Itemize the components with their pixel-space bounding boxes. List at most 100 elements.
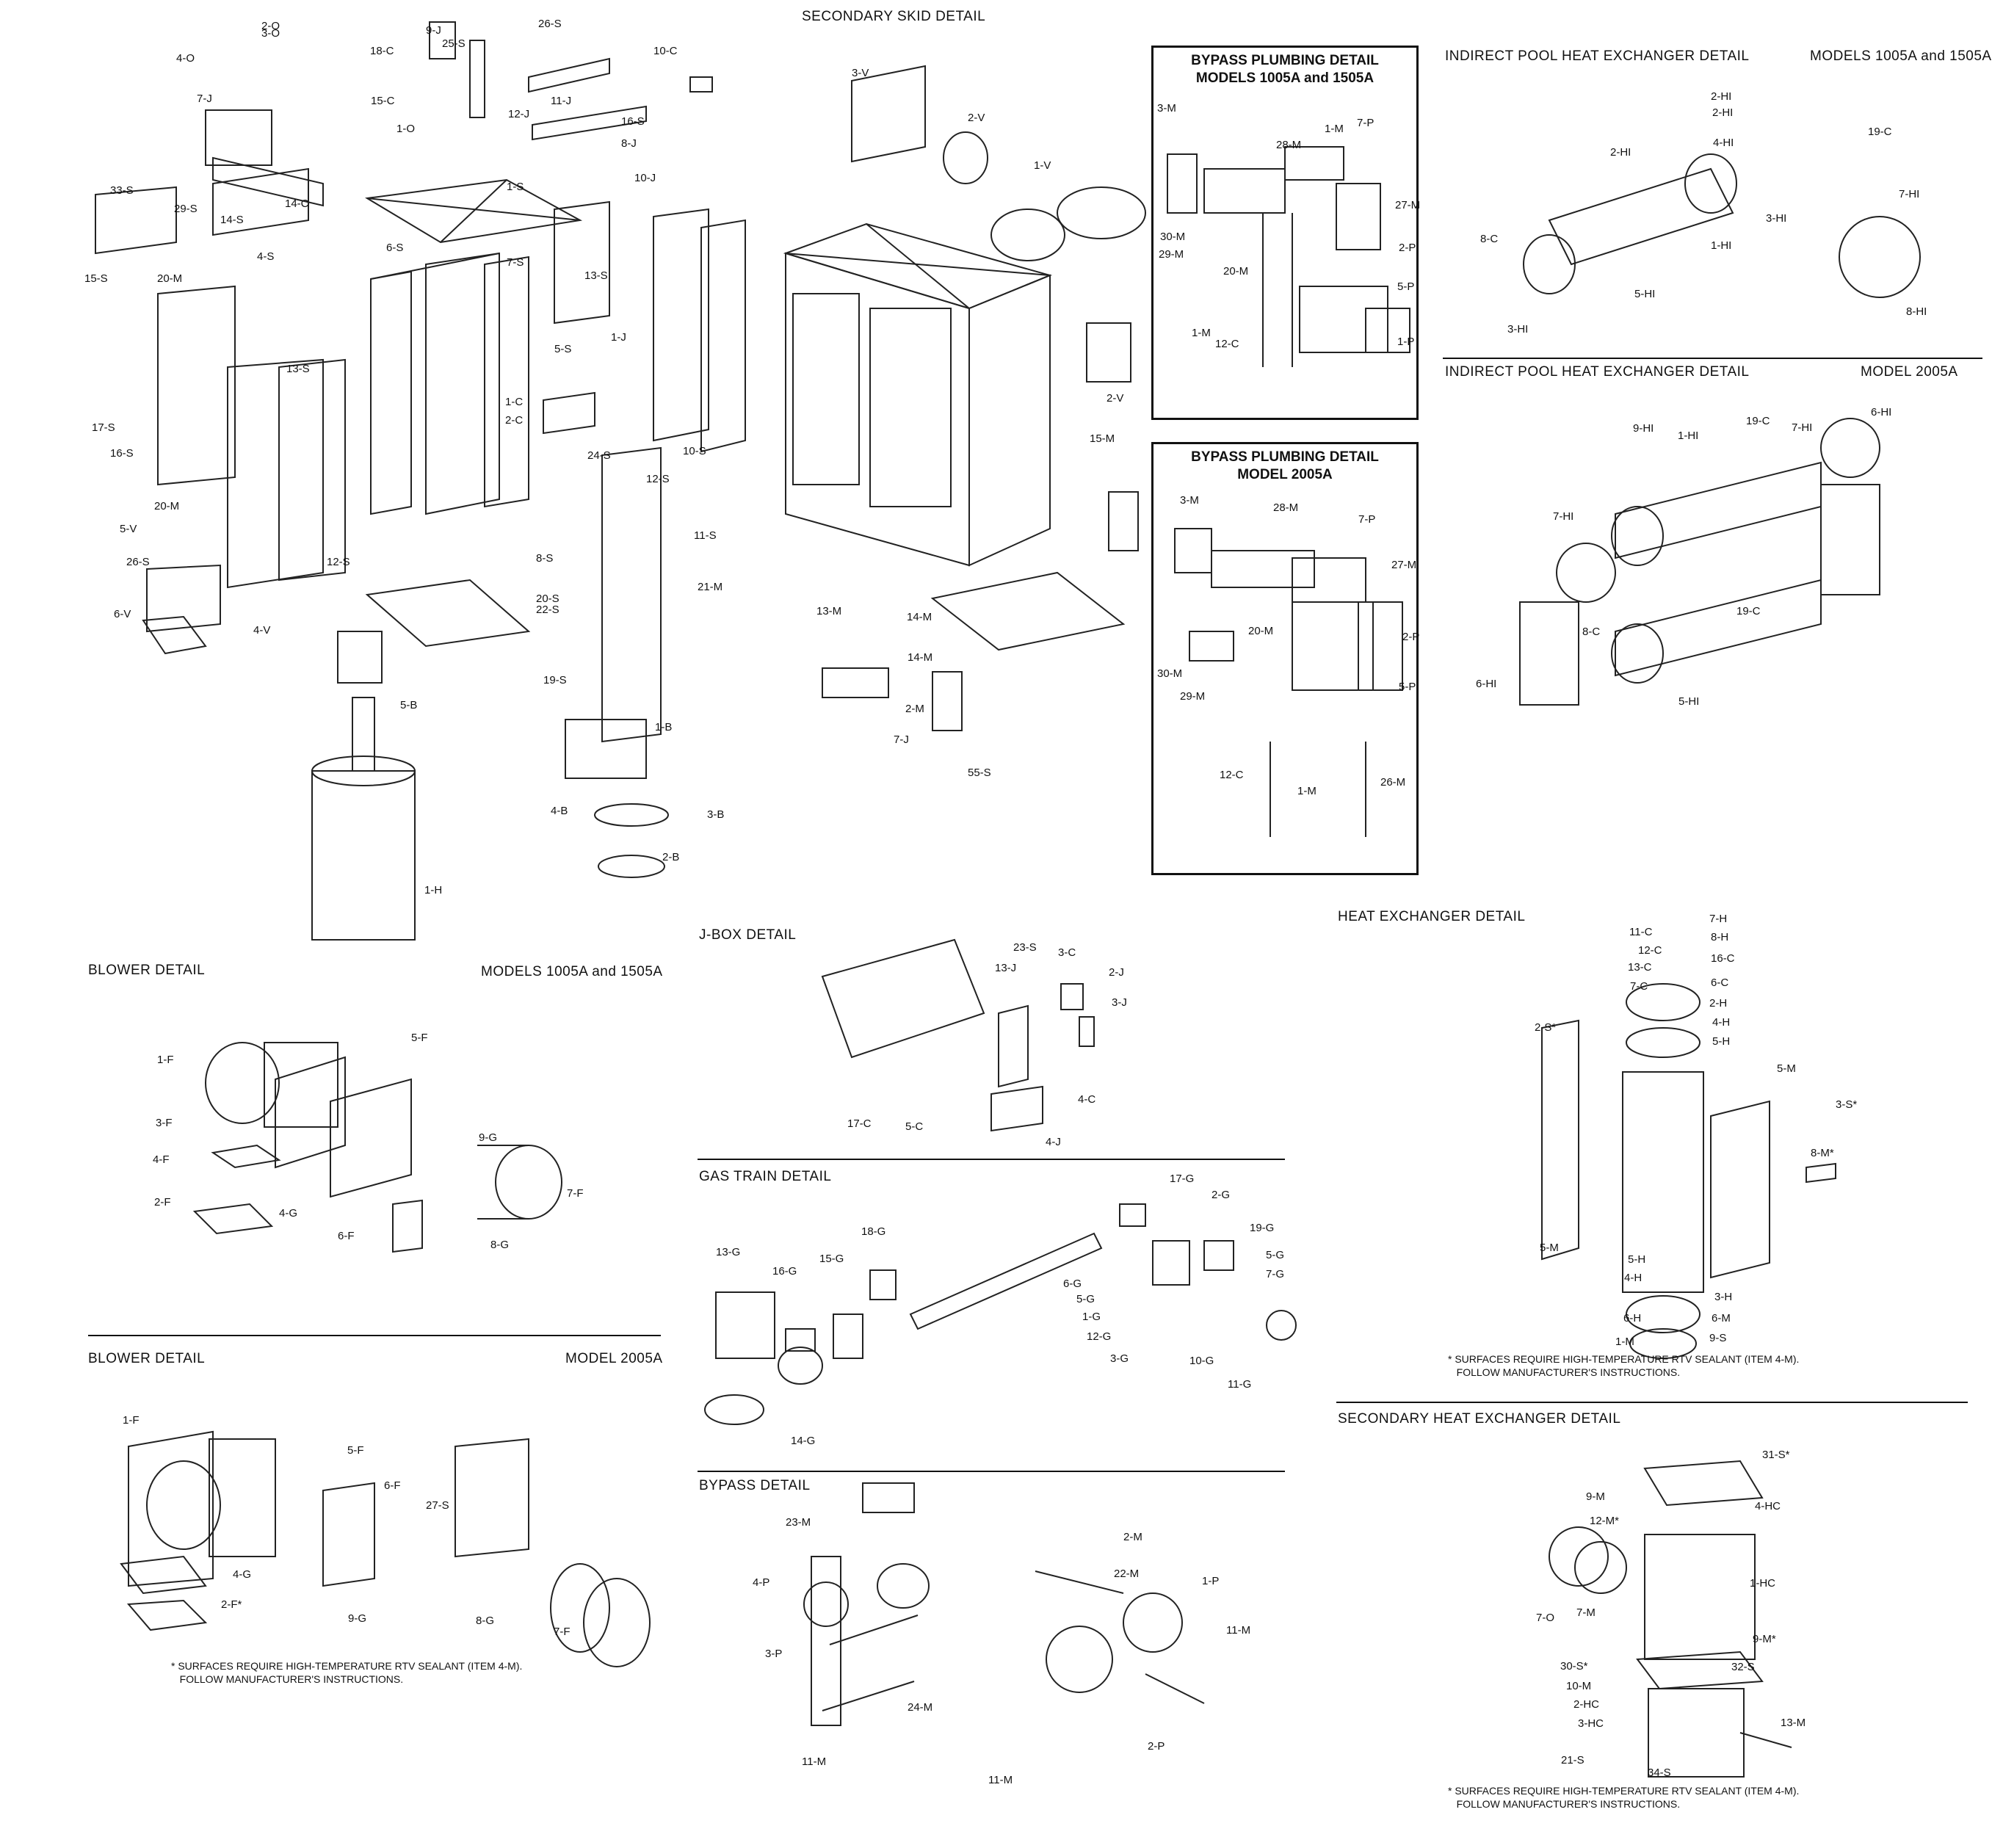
callout-gas-train-8: 7-G — [1266, 1268, 1285, 1280]
callout-bypass-1005-10: 12-C — [1215, 338, 1239, 350]
callout-main-13: 10-J — [634, 172, 656, 184]
callout-bypass-1005-1: 28-M — [1276, 139, 1302, 151]
callout-main-51: 4-B — [551, 805, 568, 817]
callout-shx-10: 10-M — [1566, 1680, 1592, 1692]
callout-bypass-1005-8: 20-M — [1223, 265, 1249, 278]
boiler-cabinet-assembly — [95, 21, 746, 941]
bypass-1005-box: BYPASS PLUMBING DETAIL MODELS 1005A and … — [1151, 46, 1419, 420]
callout-skid-7: 14-M — [908, 651, 933, 664]
callout-blower-1-0: 1-F — [157, 1054, 174, 1066]
hx-sealant-note: * SURFACES REQUIRE HIGH-TEMPERATURE RTV … — [1448, 1353, 1800, 1378]
callout-main-31: 1-C — [505, 396, 524, 408]
pool-hx-2-title: INDIRECT POOL HEAT EXCHANGER DETAIL — [1445, 364, 1750, 380]
callout-hx-8: 2-H — [1709, 997, 1728, 1010]
callout-main-8: 1-O — [396, 123, 416, 135]
callout-main-28: 16-S — [110, 447, 134, 460]
callout-skid-6: 13-M — [816, 605, 842, 617]
callout-bypass-2005-1: 28-M — [1273, 501, 1299, 514]
callout-blower-1-2: 3-F — [156, 1117, 173, 1129]
blower-2-title: BLOWER DETAIL — [88, 1351, 206, 1366]
callout-shx-6: 7-M — [1576, 1606, 1596, 1619]
callout-skid-2: 1-V — [1034, 159, 1051, 172]
callout-gas-train-13: 3-G — [1110, 1352, 1129, 1365]
callout-gas-train-15: 11-G — [1228, 1378, 1252, 1391]
callout-hx-20: 6-M — [1712, 1312, 1731, 1325]
gas-train-drawing — [704, 1203, 1297, 1425]
callout-main-49: 5-B — [400, 699, 418, 711]
bypass-2005-box: BYPASS PLUMBING DETAIL MODEL 2005A — [1151, 442, 1419, 875]
callout-skid-0: 3-V — [852, 67, 869, 79]
callout-main-0: 2-O — [261, 20, 280, 32]
bypass-drawing — [803, 1482, 1205, 1726]
callout-hx-13: 3-S* — [1836, 1098, 1858, 1111]
callout-pool-1-9: 5-HI — [1634, 288, 1656, 300]
callout-jbox-1: 3-C — [1058, 946, 1076, 959]
callout-main-45: 8-S — [536, 552, 554, 565]
callout-blower-2-3: 27-S — [426, 1499, 449, 1512]
callout-hx-4: 13-C — [1628, 961, 1652, 974]
callout-blower-2-8: 7-F — [554, 1626, 571, 1638]
callout-hx-14: 8-M* — [1811, 1147, 1834, 1159]
callout-bypass-1005-9: 1-M — [1192, 327, 1211, 339]
callout-main-9: 11-J — [551, 95, 572, 107]
callout-bypass-2005-10: 1-M — [1297, 785, 1316, 797]
blower-sealant-note: * SURFACES REQUIRE HIGH-TEMPERATURE RTV … — [171, 1660, 523, 1685]
callout-jbox-0: 23-S — [1013, 941, 1037, 954]
callout-main-34: 12-S — [327, 556, 350, 568]
jbox-drawing — [821, 938, 1095, 1132]
callout-main-33: 13-S — [286, 363, 310, 375]
heat-exchanger-drawing — [1541, 983, 1836, 1359]
callout-main-52: 3-B — [707, 808, 725, 821]
callout-bypass-1005-0: 3-M — [1157, 102, 1176, 115]
callout-bypass-2005-5: 2-P — [1402, 631, 1420, 643]
callout-shx-8: 30-S* — [1560, 1660, 1588, 1673]
callout-shx-7: 9-M* — [1753, 1633, 1776, 1645]
callout-main-36: 10-S — [683, 445, 706, 457]
heat-exchanger-title: HEAT EXCHANGER DETAIL — [1338, 909, 1526, 924]
callout-main-19: 14-C — [285, 198, 309, 210]
bypass-1005-title: BYPASS PLUMBING DETAIL MODELS 1005A and … — [1191, 53, 1379, 86]
callout-bypass-2005-0: 3-M — [1180, 494, 1199, 507]
callout-pool-1-6: 8-C — [1480, 233, 1499, 245]
callout-shx-1: 9-M — [1586, 1490, 1605, 1503]
callout-main-42: 26-S — [126, 556, 150, 568]
callout-pool-1-11: 8-HI — [1906, 305, 1927, 318]
callout-pool-1-1: 2-HI — [1711, 90, 1732, 103]
callout-main-35: 24-S — [587, 449, 611, 462]
callout-skid-1: 2-V — [968, 112, 985, 124]
callout-blower-1-4: 2-F — [154, 1196, 171, 1209]
callout-shx-0: 31-S* — [1762, 1449, 1790, 1461]
callout-bypass-0: 23-M — [786, 1516, 811, 1529]
callout-main-3: 7-J — [197, 93, 212, 105]
callout-main-5: 18-C — [370, 45, 394, 57]
callout-hx-18: 3-H — [1714, 1291, 1733, 1303]
callout-main-32: 2-C — [505, 414, 524, 427]
divider-bypass — [698, 1471, 1285, 1472]
shx-sealant-note: * SURFACES REQUIRE HIGH-TEMPERATURE RTV … — [1448, 1785, 1800, 1810]
callout-skid-3: 2-V — [1107, 392, 1124, 405]
callout-main-47: 4-V — [253, 624, 271, 637]
callout-gas-train-0: 17-G — [1170, 1173, 1195, 1185]
bypass-title: BYPASS DETAIL — [699, 1478, 811, 1493]
callout-shx-14: 21-S — [1561, 1754, 1584, 1767]
callout-shx-4: 1-HC — [1750, 1577, 1776, 1590]
bypass-plumbing-2005-drawing — [1174, 528, 1403, 837]
callout-bypass-5: 11-M — [1226, 1624, 1251, 1637]
callout-main-22: 6-S — [386, 242, 404, 254]
callout-bypass-1005-6: 29-M — [1159, 248, 1184, 261]
callout-pool-2-7: 19-C — [1736, 605, 1761, 617]
callout-bypass-6: 3-P — [765, 1648, 783, 1660]
secondary-skid-title: SECONDARY SKID DETAIL — [802, 9, 986, 24]
callout-main-29: 5-S — [554, 343, 572, 355]
callout-bypass-2005-11: 26-M — [1380, 776, 1406, 789]
callout-hx-10: 4-H — [1712, 1016, 1731, 1029]
gas-train-title: GAS TRAIN DETAIL — [699, 1169, 832, 1184]
callout-blower-1-8: 6-F — [338, 1230, 355, 1242]
callout-hx-1: 7-H — [1709, 913, 1728, 925]
callout-main-26: 13-S — [584, 269, 608, 282]
callout-skid-5: 14-M — [907, 611, 932, 623]
callout-blower-2-1: 5-F — [347, 1444, 364, 1457]
callout-blower-1-3: 4-F — [153, 1153, 170, 1166]
callout-shx-9: 32-S — [1731, 1661, 1755, 1673]
callout-hx-5: 16-C — [1711, 952, 1735, 965]
